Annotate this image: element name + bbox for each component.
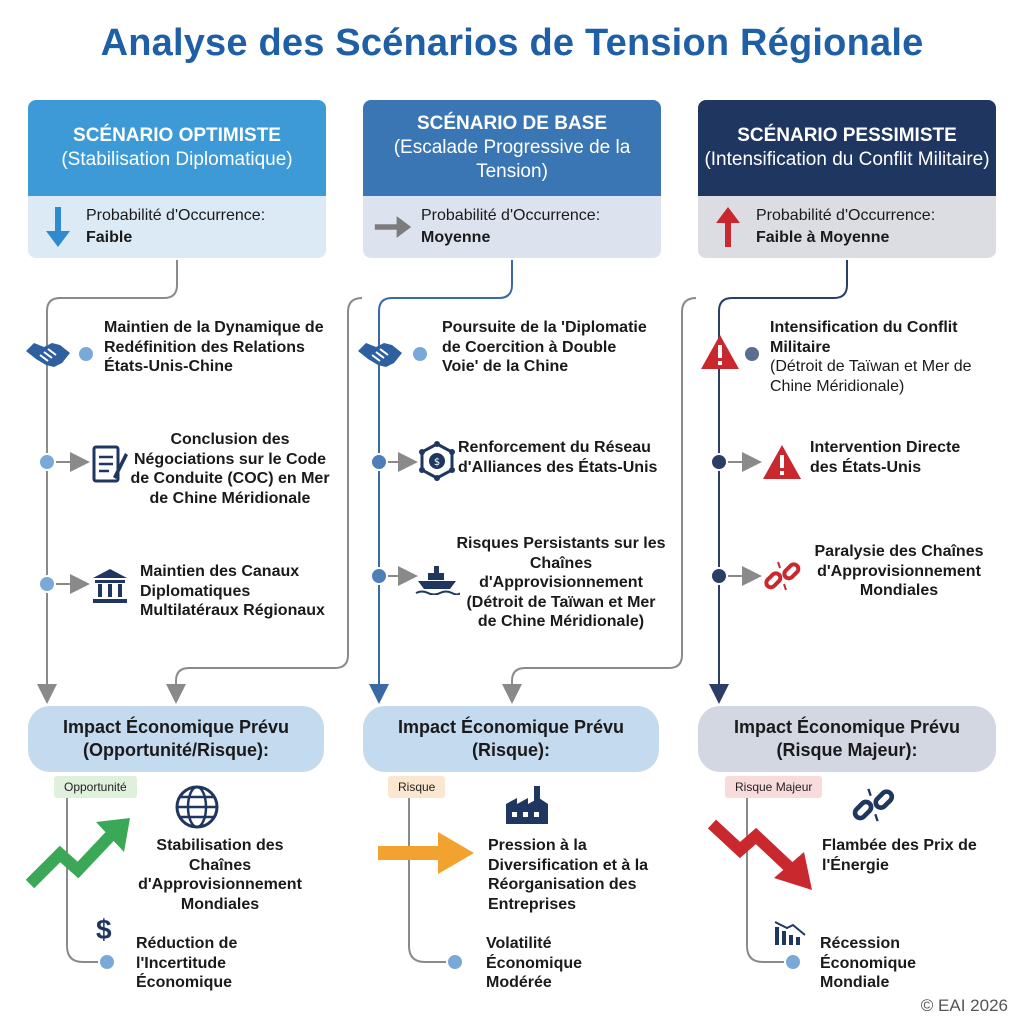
step-text: Poursuite de la 'Diplomatie de Coercitio… <box>442 319 647 376</box>
step-text: Conclusion des Négociations sur le Code … <box>130 431 330 507</box>
outcome-text: Réduction de l'Incertitude Économique <box>136 935 238 992</box>
impact-tag: Risque <box>388 776 446 798</box>
falling-arrow-icon <box>708 816 816 892</box>
probability-box: Probabilité d'Occurrence: Moyenne <box>363 196 661 258</box>
broken-chain-icon <box>760 556 804 596</box>
warning-icon <box>760 442 804 482</box>
step-text: Intensification du Conflit Militaire <box>770 319 958 356</box>
handshake-icon <box>356 334 404 374</box>
step-note: (Détroit de Taïwan et Mer de Chine Mérid… <box>770 358 972 395</box>
arrow-down-icon <box>38 205 78 249</box>
outcome-text: Volatilité Économique Modérée <box>486 935 583 992</box>
probability-label: Probabilité d'Occurrence: <box>86 207 266 225</box>
probability-label: Probabilité d'Occurrence: <box>756 207 936 225</box>
globe-icon <box>172 782 222 832</box>
impact-title: Impact Économique Prévu <box>397 716 625 737</box>
scenario-optimistic-header: SCÉNARIO OPTIMISTE (Stabilisation Diplom… <box>28 100 326 196</box>
step-text: Intervention Directe des États-Unis <box>810 439 961 476</box>
probability-value: Faible <box>86 229 133 246</box>
impact-box: Impact Économique Prévu (Risque): <box>363 706 659 772</box>
factory-icon <box>502 778 552 828</box>
scenario-title: SCÉNARIO OPTIMISTE <box>73 125 281 147</box>
step-text: Paralysie des Chaînes d'Approvisionnemen… <box>814 543 984 600</box>
step-text: Renforcement du Réseau d'Alliances des É… <box>458 439 658 476</box>
impact-box: Impact Économique Prévu (Risque Majeur): <box>698 706 996 772</box>
impact-subtitle: (Risque): <box>472 740 550 760</box>
arrow-right-icon <box>373 212 413 242</box>
ship-icon <box>414 560 460 596</box>
probability-label: Probabilité d'Occurrence: <box>421 207 601 225</box>
moderate-arrow-icon <box>376 830 476 876</box>
scenario-title: SCÉNARIO DE BASE <box>416 113 608 135</box>
probability-box: Probabilité d'Occurrence: Faible <box>28 196 326 258</box>
warning-icon <box>698 332 742 372</box>
step-text: Maintien des Canaux Diplomatiques Multil… <box>140 563 325 620</box>
step-text: Risques Persistants sur les Chaînes d'Ap… <box>456 535 666 631</box>
step-text: Maintien de la Dynamique de Redéfinition… <box>104 319 324 376</box>
dollar-icon: $ <box>96 914 112 945</box>
institution-icon <box>90 566 130 606</box>
page-title: Analyse des Scénarios de Tension Régiona… <box>100 22 924 64</box>
arrow-up-icon <box>708 205 748 249</box>
impact-title: Impact Économique Prévu <box>62 716 290 737</box>
probability-value: Faible à Moyenne <box>756 229 890 246</box>
svg-text:$: $ <box>434 457 440 468</box>
probability-box: Probabilité d'Occurrence: Faible à Moyen… <box>698 196 996 258</box>
document-pen-icon <box>90 442 130 486</box>
impact-subtitle: (Risque Majeur): <box>776 740 918 760</box>
scenario-subtitle: (Intensification du Conflit Militaire) <box>704 149 990 170</box>
impact-tag: Risque Majeur <box>725 776 823 798</box>
outcome-text: Pression à la Diversification et à la Ré… <box>488 837 649 913</box>
scenario-subtitle: (Escalade Progressive de la Tension) <box>393 137 631 182</box>
scenario-pessimistic-header: SCÉNARIO PESSIMISTE (Intensification du … <box>698 100 996 196</box>
growth-arrow-icon <box>26 816 136 892</box>
outcome-text: Stabilisation des Chaînes d'Approvisionn… <box>138 837 302 913</box>
outcome-text: Récession Économique Mondiale <box>820 935 917 992</box>
broken-chain-icon <box>848 780 898 830</box>
network-icon: $ <box>416 440 458 482</box>
falling-chart-icon <box>772 918 808 948</box>
step-block: Intensification du Conflit Militaire (Dé… <box>770 318 1000 396</box>
probability-value: Moyenne <box>421 229 491 246</box>
impact-box: Impact Économique Prévu (Opportunité/Ris… <box>28 706 324 772</box>
scenario-subtitle: (Stabilisation Diplomatique) <box>61 149 293 170</box>
impact-subtitle: (Opportunité/Risque): <box>83 740 269 760</box>
scenario-base-header: SCÉNARIO DE BASE (Escalade Progressive d… <box>363 100 661 196</box>
handshake-icon <box>24 334 72 374</box>
impact-title: Impact Économique Prévu <box>733 716 961 737</box>
scenario-title: SCÉNARIO PESSIMISTE <box>737 125 957 147</box>
impact-tag: Opportunité <box>54 776 137 798</box>
copyright-credit: © EAI 2026 <box>920 996 1008 1015</box>
outcome-text: Flambée des Prix de l'Énergie <box>822 837 977 874</box>
